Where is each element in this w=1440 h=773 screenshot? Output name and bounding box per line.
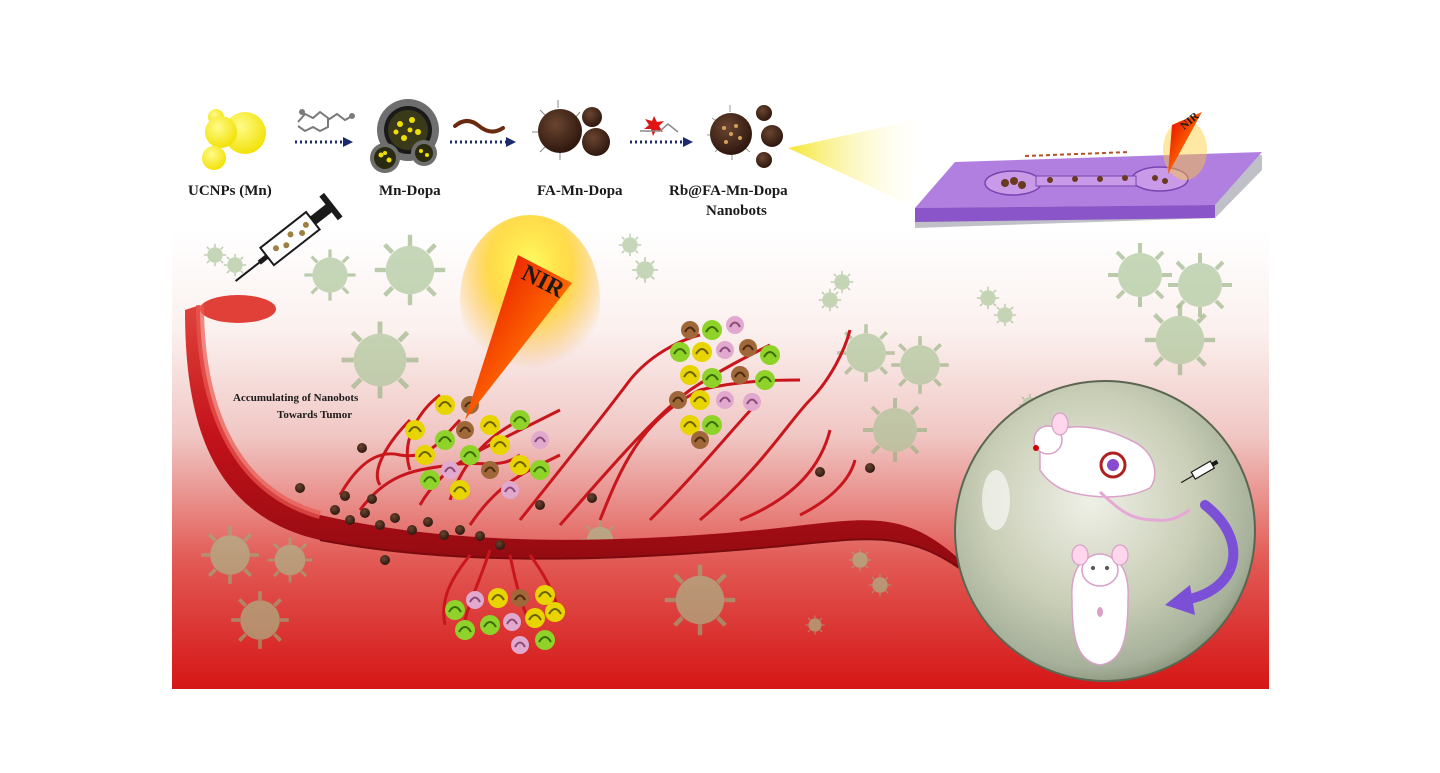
arrow-2 (450, 137, 516, 147)
rhodamine-star-icon (640, 116, 679, 136)
fa-mn-dopa-particles (532, 100, 610, 160)
folate-linker-icon (453, 119, 505, 134)
label-rb-fa-mn-dopa: Rb@FA-Mn-Dopa (669, 183, 788, 199)
mouse-icon (1033, 412, 1191, 522)
laser-beam-icon (460, 215, 600, 420)
nanobot-particles (707, 105, 783, 168)
arrow-3 (630, 137, 693, 147)
label-towards-tumor: Towards Tumor (277, 409, 352, 421)
label-fa-mn-dopa: FA-Mn-Dopa (537, 183, 623, 199)
laser-beam-icon (1163, 112, 1207, 180)
label-mn-dopa: Mn-Dopa (379, 183, 441, 199)
label-nanobots: Nanobots (706, 203, 767, 219)
arrow-1 (295, 137, 353, 147)
capillary-network (338, 329, 857, 626)
mn-dopa-particles (370, 99, 439, 173)
dopa-molecule-icon (297, 109, 355, 133)
syringe-icon (1180, 459, 1219, 484)
ucnp-particles (202, 109, 266, 170)
curved-arrow-icon (1165, 500, 1239, 615)
microfluidic-chip-icon (915, 151, 1262, 228)
label-accumulating: Accumulating of Nanobots (233, 392, 359, 404)
mouse-icon (1071, 544, 1129, 666)
syringe-icon (234, 192, 343, 282)
blood-vessel (185, 295, 966, 573)
label-ucnps: UCNPs (Mn) (188, 183, 272, 199)
zoom-beam (788, 118, 925, 205)
